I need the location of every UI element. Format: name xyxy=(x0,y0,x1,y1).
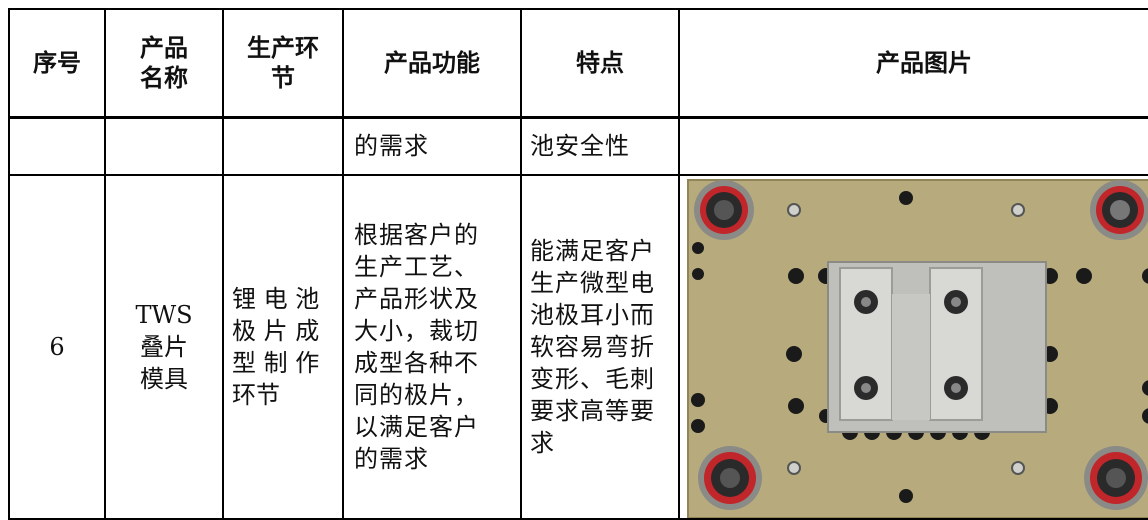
cell-product-name: TWS 叠片 模具 xyxy=(104,174,224,520)
guide-bushing-top-right xyxy=(1090,180,1148,240)
feature-line: 变形、毛刺 xyxy=(530,365,655,393)
feature-line: 池极耳小而 xyxy=(530,301,655,329)
stage-line: 环节 xyxy=(232,381,280,409)
feature-line: 软容易弯折 xyxy=(530,333,655,361)
cell-product-function: 根据客户的 生产工艺、 产品形状及 大小，裁切 成型各种不 同的极片， 以满足客… xyxy=(342,174,522,520)
cell-seq: 6 xyxy=(8,174,106,520)
function-line: 生产工艺、 xyxy=(354,253,479,281)
stage-line: 极 片 成 xyxy=(232,317,320,345)
product-name-line: 模具 xyxy=(140,365,188,393)
cell-stage-empty xyxy=(222,116,344,176)
cell-production-stage: 锂 电 池 极 片 成 型 制 作 环节 xyxy=(222,174,344,520)
cell-feature-continued: 池安全性 xyxy=(520,116,680,176)
function-line: 以满足客户 xyxy=(354,413,479,441)
header-production-stage-line2: 节 xyxy=(271,62,295,92)
header-production-stage: 生产环 节 xyxy=(222,8,344,119)
cell-feature: 能满足客户 生产微型电 池极耳小而 软容易弯折 变形、毛刺 要求高等要 求 xyxy=(520,174,680,520)
feature-line: 能满足客户 xyxy=(530,237,655,265)
header-product-name: 产品 名称 xyxy=(104,8,224,119)
punch-block xyxy=(827,261,1047,433)
function-line: 产品形状及 xyxy=(354,285,479,313)
header-product-function: 产品功能 xyxy=(342,8,522,119)
tws-die-photo xyxy=(687,179,1148,517)
cell-image-empty xyxy=(678,116,1148,176)
product-name-line: 叠片 xyxy=(140,333,188,361)
function-line: 的需求 xyxy=(354,445,429,473)
header-product-name-line2: 名称 xyxy=(140,62,188,92)
table-row: 6 TWS 叠片 模具 锂 电 池 极 片 成 型 制 作 环节 根据客户的 生… xyxy=(8,174,1148,520)
header-product-image: 产品图片 xyxy=(678,8,1148,119)
function-line: 成型各种不 xyxy=(354,349,479,377)
cell-seq-empty xyxy=(8,116,106,176)
feature-line: 求 xyxy=(530,429,555,457)
function-line: 大小，裁切 xyxy=(354,317,479,345)
function-line: 根据客户的 xyxy=(354,221,479,249)
stage-line: 锂 电 池 xyxy=(232,285,320,313)
table-row: 的需求 池安全性 xyxy=(8,116,1148,176)
stage-line: 型 制 作 xyxy=(232,349,320,377)
header-production-stage-line1: 生产环 xyxy=(247,32,319,62)
feature-line: 要求高等要 xyxy=(530,397,655,425)
guide-bushing-bottom-left xyxy=(698,446,762,510)
product-table: 序号 产品 名称 生产环 节 产品功能 特点 产品图片 的需求 池安全性 6 T… xyxy=(8,8,1148,520)
cell-function-continued: 的需求 xyxy=(342,116,522,176)
guide-bushing-bottom-right xyxy=(1084,446,1148,510)
function-line: 同的极片， xyxy=(354,381,479,409)
header-seq: 序号 xyxy=(8,8,106,119)
guide-bushing-top-left xyxy=(694,180,754,240)
header-product-name-line1: 产品 xyxy=(140,32,188,62)
cell-product-image xyxy=(678,174,1148,520)
feature-line: 生产微型电 xyxy=(530,269,655,297)
header-row: 序号 产品 名称 生产环 节 产品功能 特点 产品图片 xyxy=(8,8,1148,119)
product-name-line: TWS xyxy=(135,301,193,329)
header-feature: 特点 xyxy=(520,8,680,119)
cell-name-empty xyxy=(104,116,224,176)
